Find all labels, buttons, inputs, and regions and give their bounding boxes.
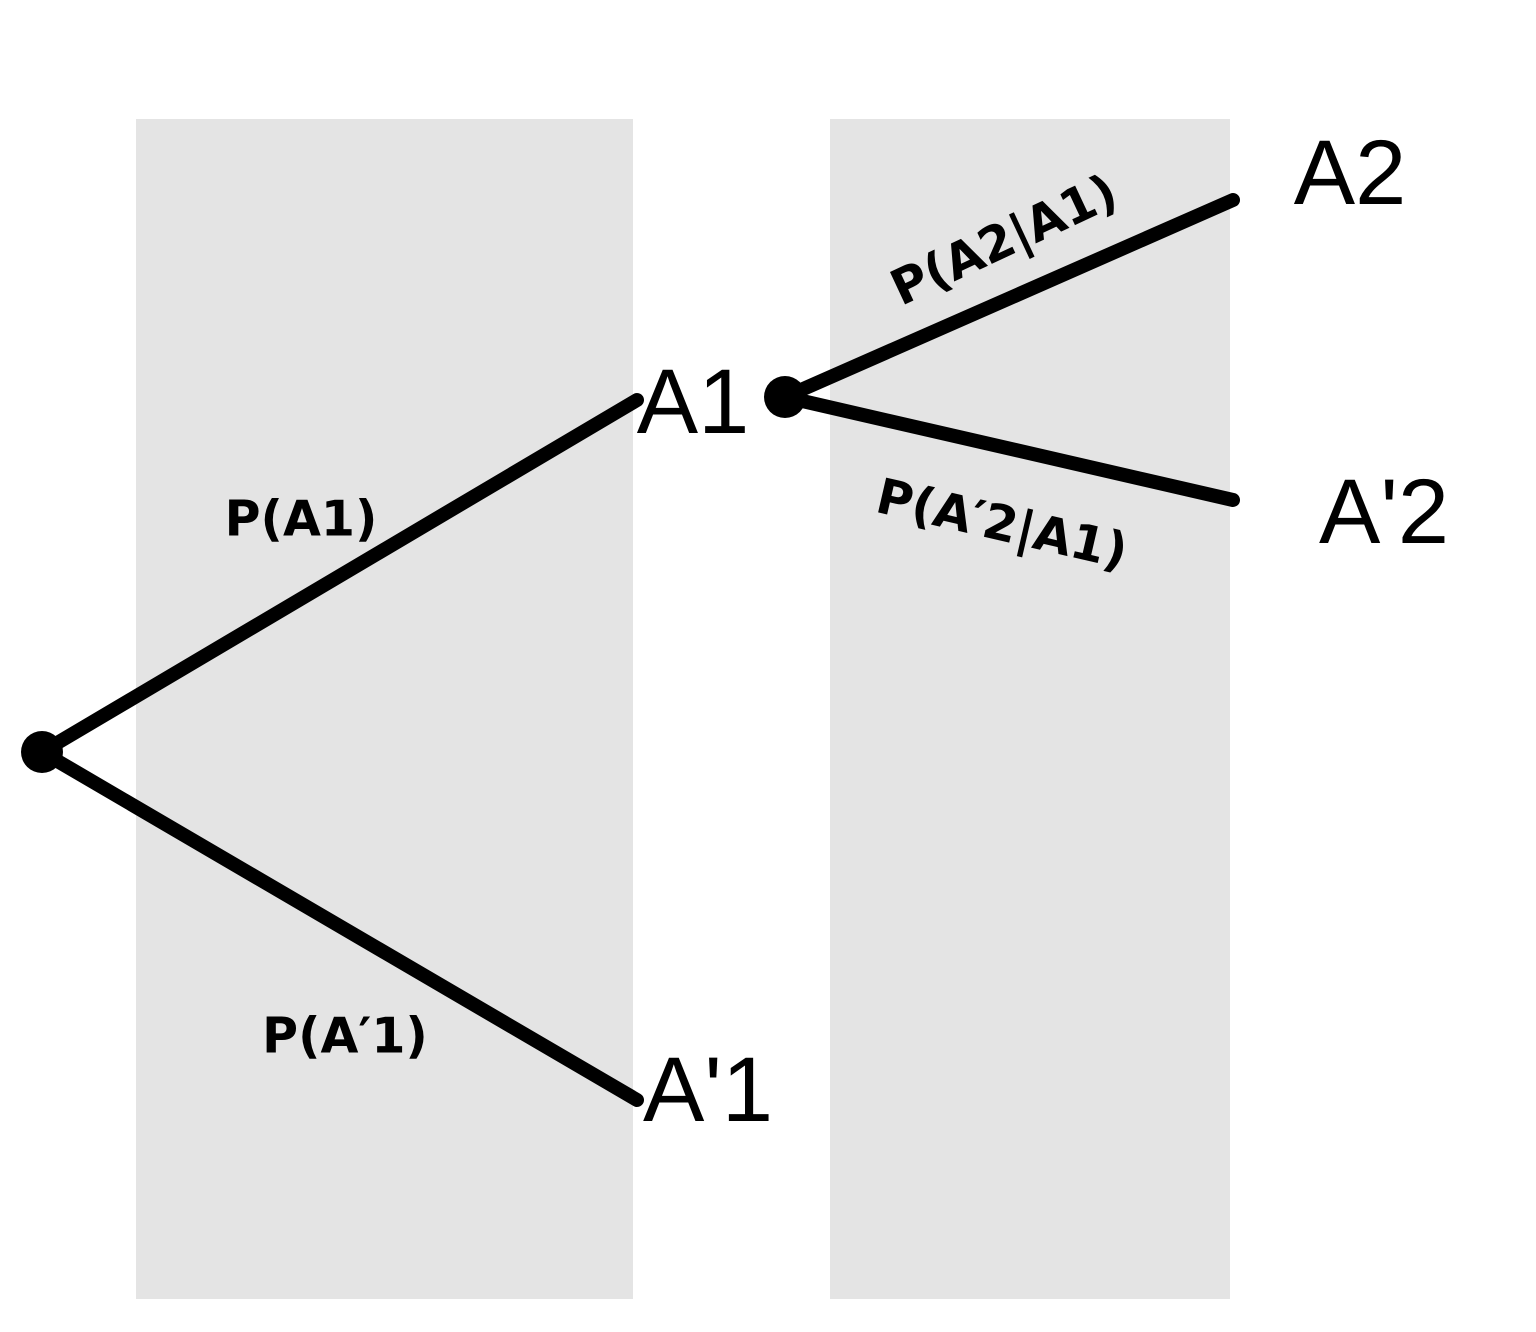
edge-a1-to-a2	[778, 193, 1240, 404]
a1-node-dot	[764, 376, 806, 418]
edge-label-p-a1-prime: P(A′1)	[262, 1007, 428, 1065]
root-node-dot	[21, 731, 63, 773]
stage-band-2	[830, 119, 1230, 1299]
node-label-a1: A1	[636, 351, 750, 453]
stage-band-1	[136, 119, 633, 1299]
edge-root-to-a1	[35, 393, 644, 759]
node-label-a2: A2	[1293, 122, 1407, 224]
edge-root-to-a1-prime	[35, 745, 644, 1107]
node-label-a2-prime: A'2	[1318, 461, 1450, 563]
edge-a1-to-a2-prime	[778, 390, 1240, 507]
node-label-a1-prime: A'1	[642, 1039, 774, 1141]
edge-label-p-a1: P(A1)	[224, 490, 378, 548]
